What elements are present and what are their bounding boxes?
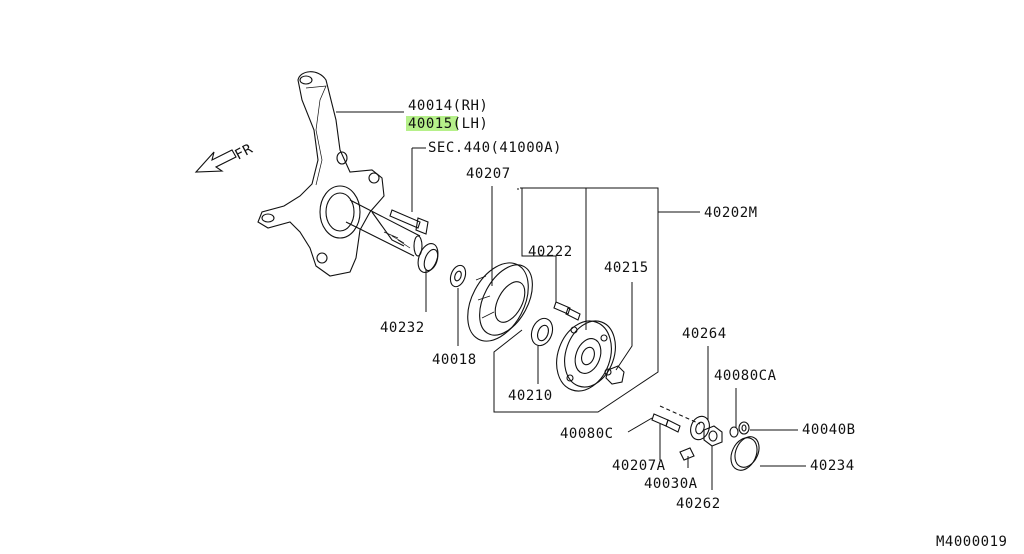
grease-seal-40232: [417, 243, 439, 273]
washer-40080ca: [729, 426, 739, 438]
direction-label: FR: [232, 141, 255, 164]
label-40234[interactable]: 40234: [810, 458, 855, 474]
label-sec440[interactable]: SEC.440(41000A): [428, 140, 562, 156]
lock-nut-40262: [703, 425, 723, 447]
hub-cap-40234: [730, 436, 760, 471]
label-40014[interactable]: 40014(RH): [408, 98, 488, 114]
label-40264[interactable]: 40264: [682, 326, 727, 342]
label-40015[interactable]: 40015(LH): [408, 116, 488, 132]
front-direction-arrow: FR: [194, 141, 256, 173]
label-40202m[interactable]: 40202M: [704, 205, 758, 221]
bolt-40030a: [679, 447, 695, 461]
label-40018[interactable]: 40018: [432, 352, 477, 368]
diagram-code: M4000019: [936, 534, 1007, 550]
label-40210[interactable]: 40210: [508, 388, 553, 404]
label-40207a[interactable]: 40207A: [612, 458, 666, 474]
washer-40018: [449, 264, 467, 288]
wheel-hub-40202m: [556, 320, 616, 392]
label-40080c[interactable]: 40080C: [560, 426, 614, 442]
part-labels: 40014(RH) 40015(LH) SEC.440(41000A) 4020…: [380, 98, 1007, 550]
sec440-bolt: [389, 209, 429, 235]
label-40080ca[interactable]: 40080CA: [714, 368, 777, 384]
label-40232[interactable]: 40232: [380, 320, 425, 336]
steering-knuckle: [257, 71, 423, 277]
label-40215[interactable]: 40215: [604, 260, 649, 276]
label-40040b[interactable]: 40040B: [802, 422, 856, 438]
hub-nut-40215: [605, 365, 625, 385]
leader-lines: [336, 111, 806, 490]
highlight-40015: [406, 116, 458, 131]
label-40207[interactable]: 40207: [466, 166, 511, 182]
hub-assembly-bracket: [493, 187, 659, 413]
label-40222[interactable]: 40222: [528, 244, 573, 260]
disc-rotor-40207: [467, 262, 533, 342]
plate-40264: [690, 415, 710, 441]
bearing-40210: [530, 317, 554, 347]
nut-40040b: [738, 421, 750, 435]
bolt-40080c: [651, 413, 681, 433]
label-40030a[interactable]: 40030A: [644, 476, 698, 492]
hub-bolt-40222: [553, 301, 581, 321]
label-40262[interactable]: 40262: [676, 496, 721, 512]
